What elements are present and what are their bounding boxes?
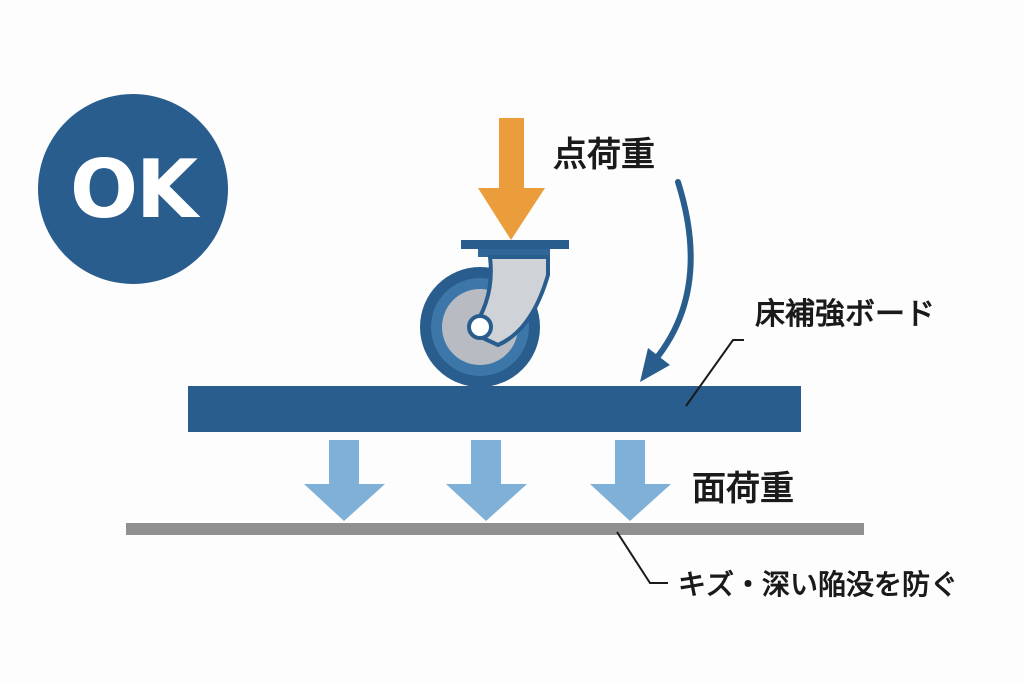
surface-load-label: 面荷重 xyxy=(692,469,794,509)
caster xyxy=(420,240,569,387)
point-load-arrow xyxy=(478,118,545,240)
curved-pointer-arrow xyxy=(640,179,694,382)
protect-label: キズ・深い陥没を防ぐ xyxy=(678,568,959,601)
caster-top-plate xyxy=(461,240,569,249)
surface-load-arrows xyxy=(304,440,671,521)
reinforcement-board xyxy=(188,386,801,432)
point-load-label: 点荷重 xyxy=(553,135,655,175)
floor-surface xyxy=(126,523,864,535)
surface-load-arrow-1 xyxy=(304,440,385,521)
board-label: 床補強ボード xyxy=(755,297,935,332)
surface-load-arrow-3 xyxy=(590,440,671,521)
ok-badge-text: OK xyxy=(70,142,198,236)
floor-leader-line xyxy=(616,531,668,584)
board-leader-line xyxy=(685,339,744,407)
caster-plate-inner xyxy=(478,249,550,257)
caster-axle xyxy=(467,314,493,340)
surface-load-arrow-2 xyxy=(446,440,527,521)
ok-badge-circle xyxy=(38,94,228,284)
